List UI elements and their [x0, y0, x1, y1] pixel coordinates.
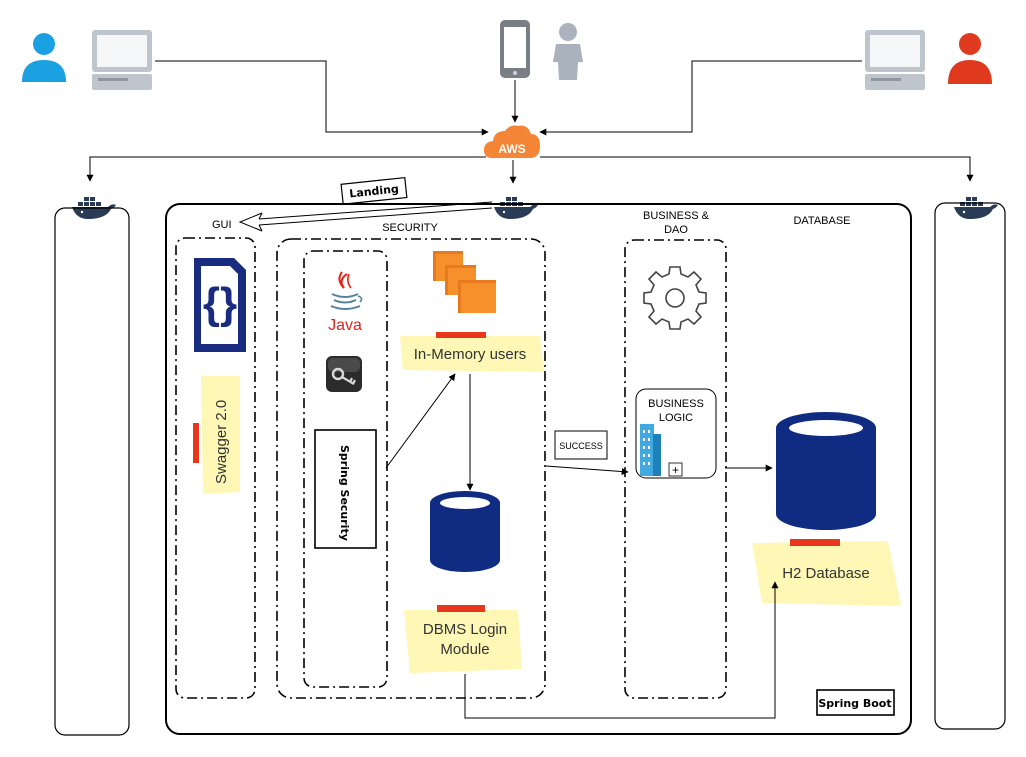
spring-security-label: Spring Security — [338, 445, 351, 541]
h2-database-note: H2 Database — [752, 539, 901, 606]
gear-icon — [643, 266, 707, 330]
swagger-note: Swagger 2.0 — [193, 376, 240, 494]
aws-label: AWS — [498, 142, 525, 156]
computer-icon-left — [92, 30, 152, 90]
gui-group — [175, 237, 256, 699]
user-icon-blue — [22, 33, 66, 82]
dbms-login-note: DBMS Login Module — [404, 605, 522, 673]
security-tools-group — [303, 250, 388, 688]
business-dao-header-line2: DAO — [664, 224, 688, 236]
docker-whale-icon-right — [954, 197, 998, 219]
dbms-login-label-line2: Module — [440, 641, 489, 658]
connector-aws-to-left-docker — [86, 156, 486, 182]
right-container — [934, 202, 1006, 730]
user-icon-red — [948, 33, 992, 84]
left-container — [54, 207, 130, 736]
h2-database-label: H2 Database — [782, 565, 870, 582]
user-icon-grey — [553, 23, 583, 80]
business-logic-box: BUSINESS LOGIC + — [635, 388, 717, 479]
expand-plus-label: + — [672, 463, 679, 477]
aws-instances-icon — [433, 251, 496, 313]
database-icon-h2 — [776, 412, 876, 530]
java-label: Java — [328, 317, 362, 334]
connector-right-user-to-aws — [539, 60, 862, 136]
connector-security-to-business — [545, 465, 629, 476]
security-group — [276, 238, 546, 699]
aws-cloud-icon: AWS — [484, 125, 540, 158]
database-header: DATABASE — [793, 215, 850, 227]
security-header: SECURITY — [382, 222, 438, 234]
computer-icon-right — [865, 30, 925, 90]
spring-boot-label: Spring Boot — [818, 697, 891, 710]
gui-header: GUI — [212, 219, 232, 231]
spring-boot-label-box: Spring Boot — [816, 689, 895, 716]
business-logic-label-line1: BUSINESS — [648, 398, 704, 410]
business-dao-header-line1: BUSINESS & — [643, 210, 710, 222]
connector-left-user-to-aws — [155, 60, 489, 136]
connector-spring-security-to-in-memory — [385, 373, 456, 469]
spring-boot-container — [165, 203, 912, 735]
in-memory-users-note: In-Memory users — [400, 332, 544, 372]
landing-label-box: Landing — [340, 176, 408, 205]
business-logic-label-line2: LOGIC — [659, 412, 693, 424]
swagger-icon: {} — [194, 258, 246, 352]
landing-label: Landing — [349, 182, 400, 200]
success-box: SUCCESS — [554, 430, 608, 460]
mobile-phone-icon — [500, 20, 530, 78]
connector-aws-to-right-docker — [540, 156, 974, 182]
database-icon-dbms — [430, 491, 500, 572]
building-icon — [640, 424, 661, 476]
key-icon — [326, 356, 362, 392]
connector-dbms-to-h2 — [464, 581, 779, 719]
landing-arrow — [238, 201, 493, 232]
java-logo-icon: Java — [328, 271, 363, 334]
in-memory-users-label: In-Memory users — [414, 346, 527, 363]
spring-security-box: Spring Security — [314, 429, 377, 549]
dbms-login-label-line1: DBMS Login — [423, 621, 507, 638]
success-label: SUCCESS — [559, 441, 603, 451]
svg-text:{}: {} — [203, 279, 237, 328]
docker-whale-icon-center — [494, 197, 538, 219]
swagger-label: Swagger 2.0 — [213, 400, 230, 484]
